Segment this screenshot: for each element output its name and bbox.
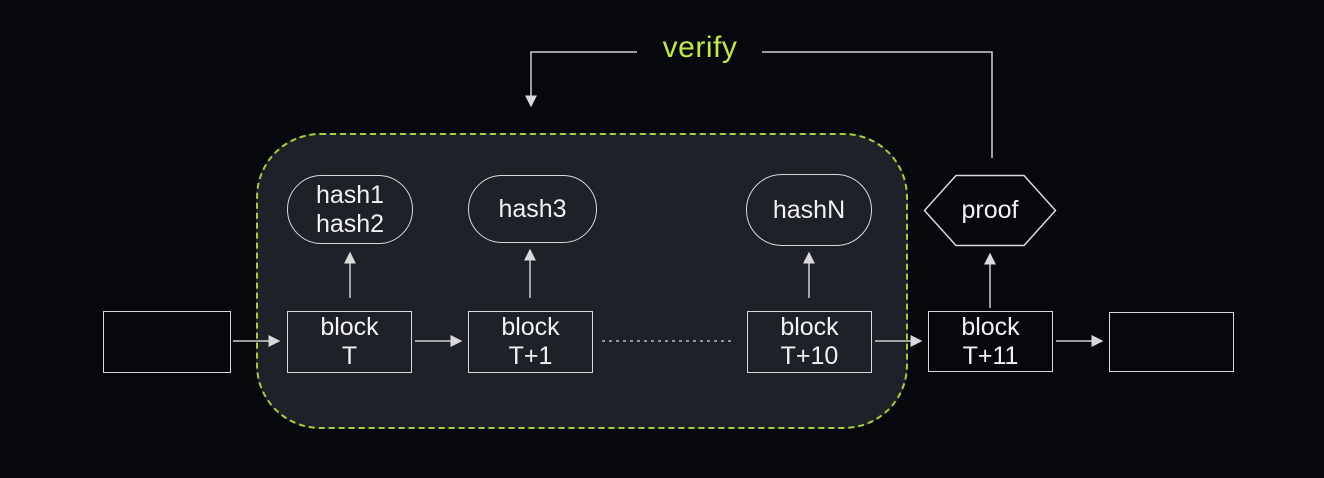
block-T10-line2: T+10 bbox=[780, 342, 839, 370]
hash2-label: hash2 bbox=[315, 209, 385, 238]
block-T11-line2: T+11 bbox=[962, 341, 1019, 370]
proof-hexagon-shape bbox=[923, 174, 1057, 247]
node-hashN: hashN bbox=[746, 174, 872, 246]
verify-label: verify bbox=[662, 31, 738, 64]
node-hash1-hash2: hash1 hash2 bbox=[287, 175, 413, 244]
node-block-T11: block T+11 bbox=[928, 311, 1053, 372]
block-T1-line1: block bbox=[501, 313, 560, 341]
hashN-label: hashN bbox=[772, 195, 846, 224]
block-T1-line2: T+1 bbox=[508, 342, 553, 370]
node-block-T: block T bbox=[287, 311, 412, 373]
block-T-line2: T bbox=[341, 342, 358, 370]
node-block-T10: block T+10 bbox=[747, 311, 872, 373]
node-proof: proof bbox=[923, 174, 1057, 247]
block-T-line1: block bbox=[320, 313, 379, 341]
proof-label: proof bbox=[961, 196, 1019, 224]
block-T11-line1: block bbox=[961, 312, 1020, 341]
node-hash3: hash3 bbox=[468, 175, 597, 243]
block-T10-line1: block bbox=[780, 313, 839, 341]
hash1-label: hash1 bbox=[315, 180, 385, 209]
node-block-T1: block T+1 bbox=[468, 311, 593, 373]
hash3-label: hash3 bbox=[498, 194, 567, 223]
node-empty-block-left bbox=[103, 311, 231, 373]
node-empty-block-right bbox=[1109, 312, 1234, 372]
verify-connector-left bbox=[525, 51, 637, 108]
